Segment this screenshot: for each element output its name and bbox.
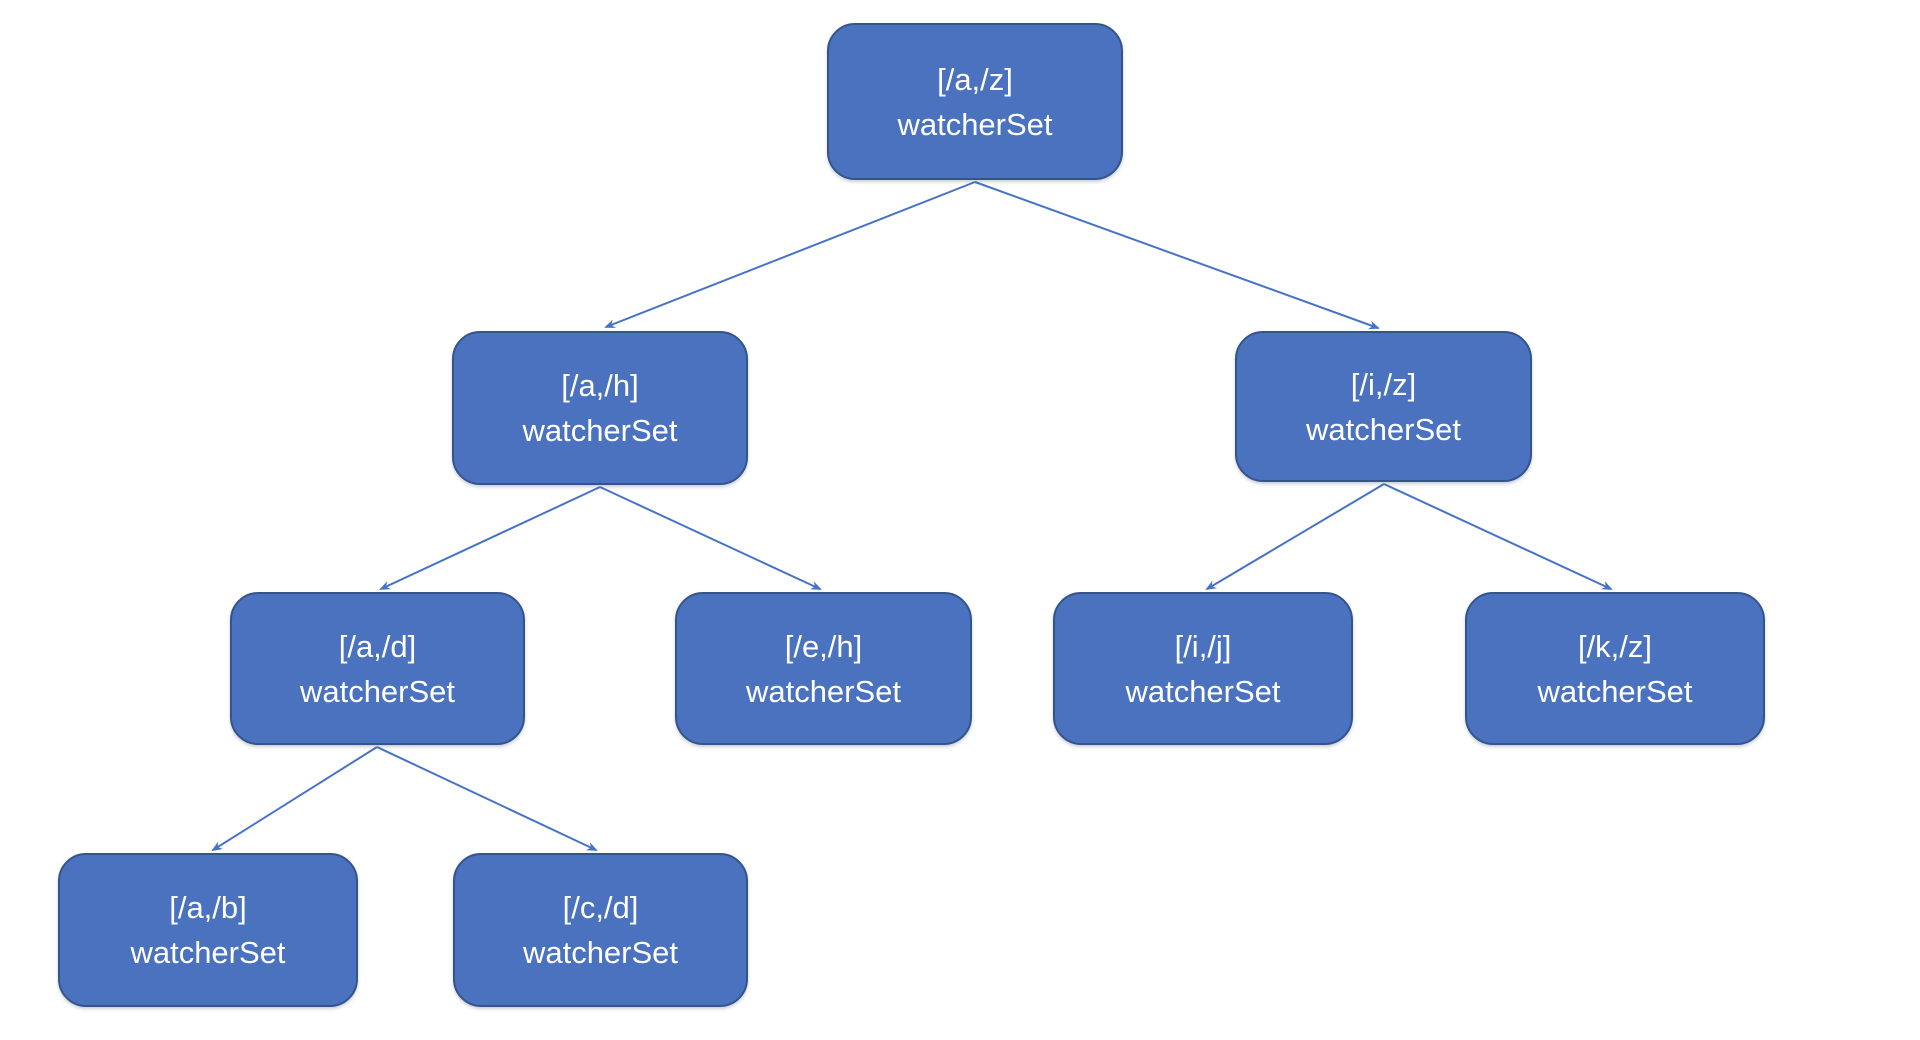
node-range-label: [/a,/b] xyxy=(169,890,247,925)
edge-ad-cd xyxy=(376,746,598,851)
node-a-z: [/a,/z] watcherSet xyxy=(827,23,1123,180)
edge-ah-eh xyxy=(599,486,822,590)
node-range-label: [/i,/j] xyxy=(1174,628,1232,664)
edge-ah-ad xyxy=(379,486,601,590)
node-range-label: [/k,/z] xyxy=(1577,628,1653,664)
node-i-z: [/i,/z] watcherSet xyxy=(1235,331,1532,482)
edge-iz-ij xyxy=(1205,483,1385,591)
node-a-b: [/a,/b] watcherSet xyxy=(58,853,358,1007)
node-set-label: watcherSet xyxy=(1537,673,1693,709)
node-set-label: watcherSet xyxy=(522,935,679,970)
node-set-label: watcherSet xyxy=(897,106,1053,142)
node-k-z: [/k,/z] watcherSet xyxy=(1465,592,1765,745)
node-e-h: [/e,/h] watcherSet xyxy=(675,592,972,745)
node-a-h: [/a,/h] watcherSet xyxy=(452,331,748,485)
node-range-label: [/a,/h] xyxy=(561,368,639,403)
node-c-d: [/c,/d] watcherSet xyxy=(453,853,748,1007)
edge-az-iz xyxy=(974,181,1380,330)
node-set-label: watcherSet xyxy=(1125,673,1281,709)
node-set-label: watcherSet xyxy=(130,935,286,970)
node-set-label: watcherSet xyxy=(745,673,902,709)
edge-ad-ab xyxy=(211,746,378,852)
node-range-label: [/a,/z] xyxy=(937,61,1013,97)
edge-iz-kz xyxy=(1383,483,1613,590)
node-set-label: watcherSet xyxy=(299,673,456,709)
node-set-label: watcherSet xyxy=(522,413,678,448)
node-range-label: [/c,/d] xyxy=(562,890,639,925)
node-range-label: [/a,/d] xyxy=(338,628,417,664)
node-a-d: [/a,/d] watcherSet xyxy=(230,592,525,745)
node-range-label: [/e,/h] xyxy=(784,628,863,664)
node-range-label: [/i,/z] xyxy=(1350,366,1417,402)
edge-az-ah xyxy=(604,181,976,328)
node-set-label: watcherSet xyxy=(1305,411,1462,447)
node-i-j: [/i,/j] watcherSet xyxy=(1053,592,1353,745)
